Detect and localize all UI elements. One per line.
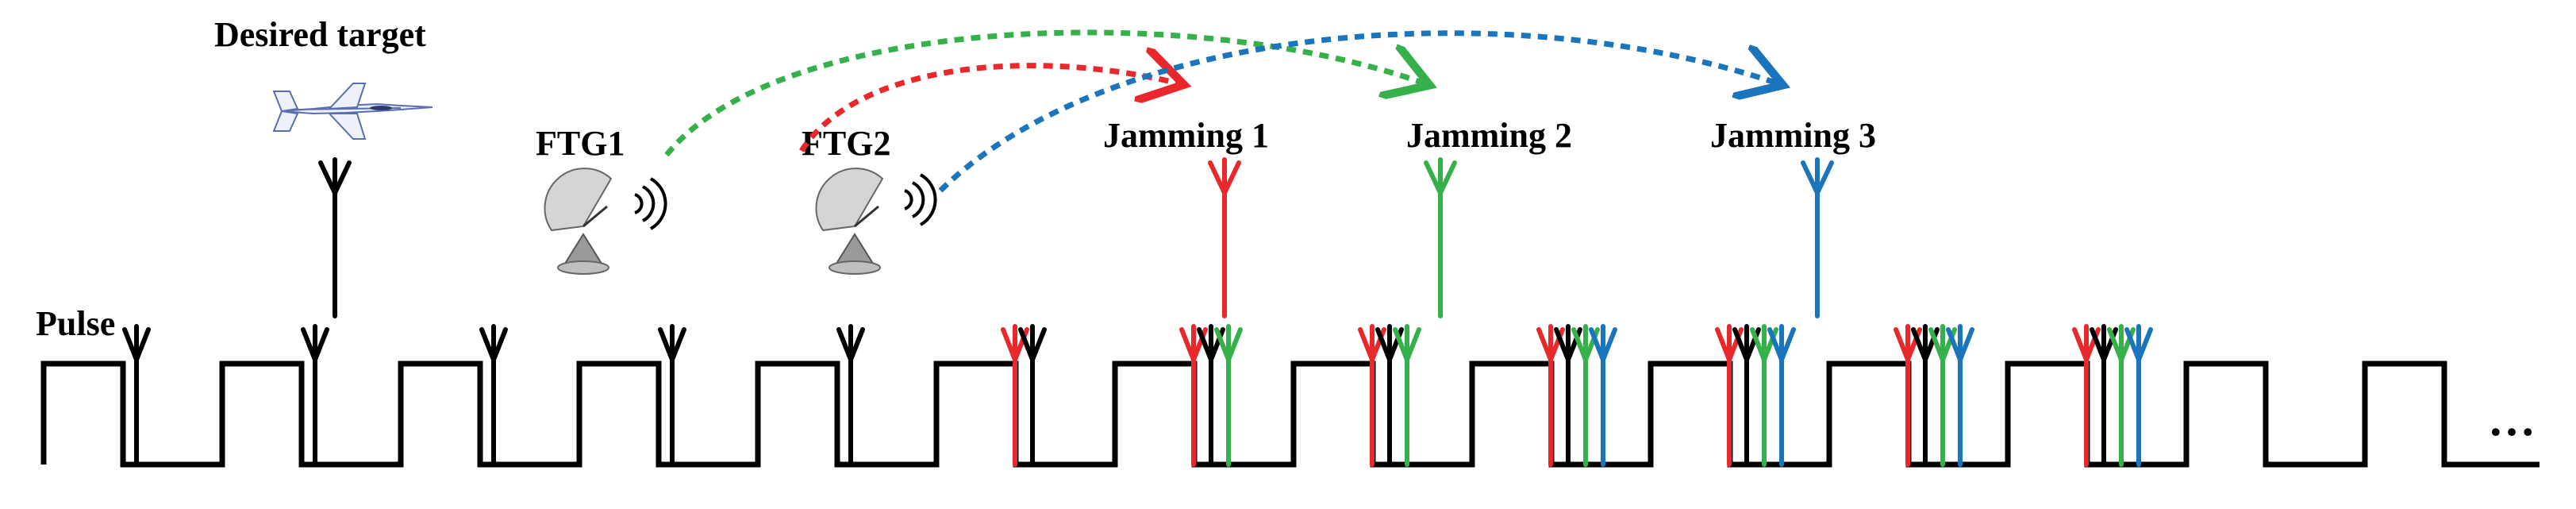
ftg2-to-jamming3-arrow: [938, 30, 1778, 193]
echo-target-pulse-12-antenna-icon: [2090, 324, 2118, 467]
echo-jamming1-pulse-8-antenna-icon: [1358, 324, 1386, 467]
echo-target-pulse-3-antenna-icon: [479, 324, 508, 467]
echo-jamming2-pulse-12-antenna-icon: [2107, 324, 2136, 467]
radar-dish-icon: [815, 168, 884, 275]
pulse-train-waveform: [40, 361, 2539, 468]
jamming2-antenna-icon: [1424, 157, 1457, 318]
pulse-label: Pulse: [36, 304, 115, 343]
echo-jamming1-pulse-9-antenna-icon: [1536, 324, 1565, 467]
ftg1-to-jamming1-arrow: [799, 66, 1178, 152]
echo-jamming3-pulse-10-antenna-icon: [1767, 324, 1796, 467]
echo-target-pulse-11-antenna-icon: [1911, 324, 1940, 467]
radar-dish-icon: [544, 168, 613, 275]
echo-antennas: [122, 324, 2153, 467]
echo-jamming2-pulse-10-antenna-icon: [1750, 324, 1778, 467]
echo-target-pulse-2-antenna-icon: [301, 324, 329, 467]
emitter-antennas: [318, 157, 1834, 318]
jamming1-label: Jamming 1: [1103, 116, 1269, 155]
jamming3-label: Jamming 3: [1710, 116, 1876, 155]
echo-jamming2-pulse-8-antenna-icon: [1393, 324, 1421, 467]
echo-jamming3-pulse-12-antenna-icon: [2124, 324, 2153, 467]
echo-jamming1-pulse-12-antenna-icon: [2072, 324, 2101, 467]
signal-wave-icon: [634, 177, 667, 230]
echo-target-pulse-9-antenna-icon: [1554, 324, 1582, 467]
jamming3-antenna-icon: [1801, 157, 1834, 318]
echo-jamming1-pulse-11-antenna-icon: [1894, 324, 1922, 467]
echo-target-pulse-7-antenna-icon: [1197, 324, 1225, 467]
jamming1-antenna-icon: [1208, 157, 1241, 318]
echo-jamming1-pulse-10-antenna-icon: [1715, 324, 1744, 467]
desired-target-label: Desired target: [214, 15, 426, 54]
echo-target-pulse-8-antenna-icon: [1375, 324, 1404, 467]
fighter-jet-icon: [272, 83, 433, 140]
echo-target-pulse-10-antenna-icon: [1732, 324, 1761, 467]
echo-target-pulse-1-antenna-icon: [122, 324, 151, 467]
echo-jamming1-pulse-7-antenna-icon: [1179, 324, 1208, 467]
echo-jamming3-pulse-11-antenna-icon: [1946, 324, 1974, 467]
signal-wave-icon: [904, 173, 937, 226]
echo-jamming2-pulse-9-antenna-icon: [1571, 324, 1600, 467]
jamming2-label: Jamming 2: [1406, 116, 1572, 155]
echo-target-pulse-4-antenna-icon: [658, 324, 686, 467]
echo-jamming1-pulse-6-antenna-icon: [1001, 324, 1029, 467]
echo-target-pulse-5-antenna-icon: [836, 324, 865, 467]
echo-jamming2-pulse-11-antenna-icon: [1928, 324, 1957, 467]
target-antenna-icon: [318, 157, 352, 318]
echo-jamming2-pulse-7-antenna-icon: [1214, 324, 1243, 467]
echo-target-pulse-6-antenna-icon: [1018, 324, 1047, 467]
ftg1-label: FTG1: [536, 124, 625, 163]
ellipsis-label: …: [2488, 393, 2536, 445]
ftg1-to-jamming2-arrow: [664, 29, 1424, 157]
echo-jamming3-pulse-9-antenna-icon: [1589, 324, 1617, 467]
